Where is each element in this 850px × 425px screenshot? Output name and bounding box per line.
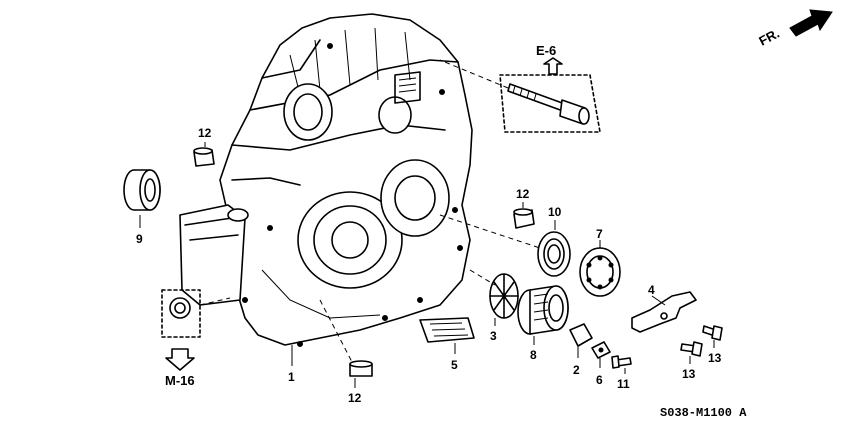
part-6-nut: 6 (591, 341, 611, 387)
part-12-dowel-c: 12 (319, 299, 373, 405)
label-part-13-b: 13 (708, 351, 722, 365)
ref-m16-label: M-16 (165, 373, 195, 388)
housing-bolt (439, 59, 601, 133)
label-part-8: 8 (530, 348, 537, 362)
part-4-bracket: 4 (631, 283, 697, 333)
seal-m16: M-16 (161, 289, 231, 388)
label-part-12-b: 12 (516, 187, 530, 201)
label-part-12-a: 12 (198, 126, 212, 140)
part-8-needle-bearing: 8 (517, 285, 569, 362)
part-12-dowel-b: 12 (513, 187, 535, 229)
label-part-10: 10 (548, 205, 562, 219)
part-9-oil-seal: 9 (123, 169, 161, 246)
front-label: FR. (756, 26, 782, 49)
part-7-bearing: 7 (579, 227, 621, 297)
label-part-5: 5 (451, 358, 458, 372)
label-part-6: 6 (596, 373, 603, 387)
part-2-clip: 2 (569, 323, 593, 377)
label-part-3: 3 (490, 329, 497, 343)
part-1-callout: 1 (288, 345, 295, 384)
ref-e6-label: E-6 (536, 43, 556, 58)
ref-m16-arrow-icon (165, 348, 195, 371)
part-3-oil-guide: 3 (469, 269, 519, 343)
part-5-plate: 5 (419, 317, 475, 372)
ref-e6: E-6 (536, 43, 563, 75)
label-part-11: 11 (617, 377, 630, 391)
clutch-housing (179, 13, 473, 347)
label-part-7: 7 (596, 227, 603, 241)
part-13-bolt-a: 13 (680, 341, 703, 381)
label-part-4: 4 (648, 283, 655, 297)
label-part-2: 2 (573, 363, 580, 377)
label-part-9: 9 (136, 232, 143, 246)
part-10-bearing: 10 (439, 205, 571, 277)
label-part-1: 1 (288, 370, 295, 384)
part-11-bolt: 11 (611, 355, 632, 391)
front-indicator: FR. (756, 9, 833, 49)
part-12-dowel-a: 12 (193, 126, 215, 167)
drawing-code: S038-M1100 A (660, 406, 747, 420)
label-part-12-c: 12 (348, 391, 362, 405)
front-arrow-icon (789, 9, 833, 37)
label-part-13-a: 13 (682, 367, 696, 381)
part-13-bolt-b: 13 (702, 325, 723, 365)
